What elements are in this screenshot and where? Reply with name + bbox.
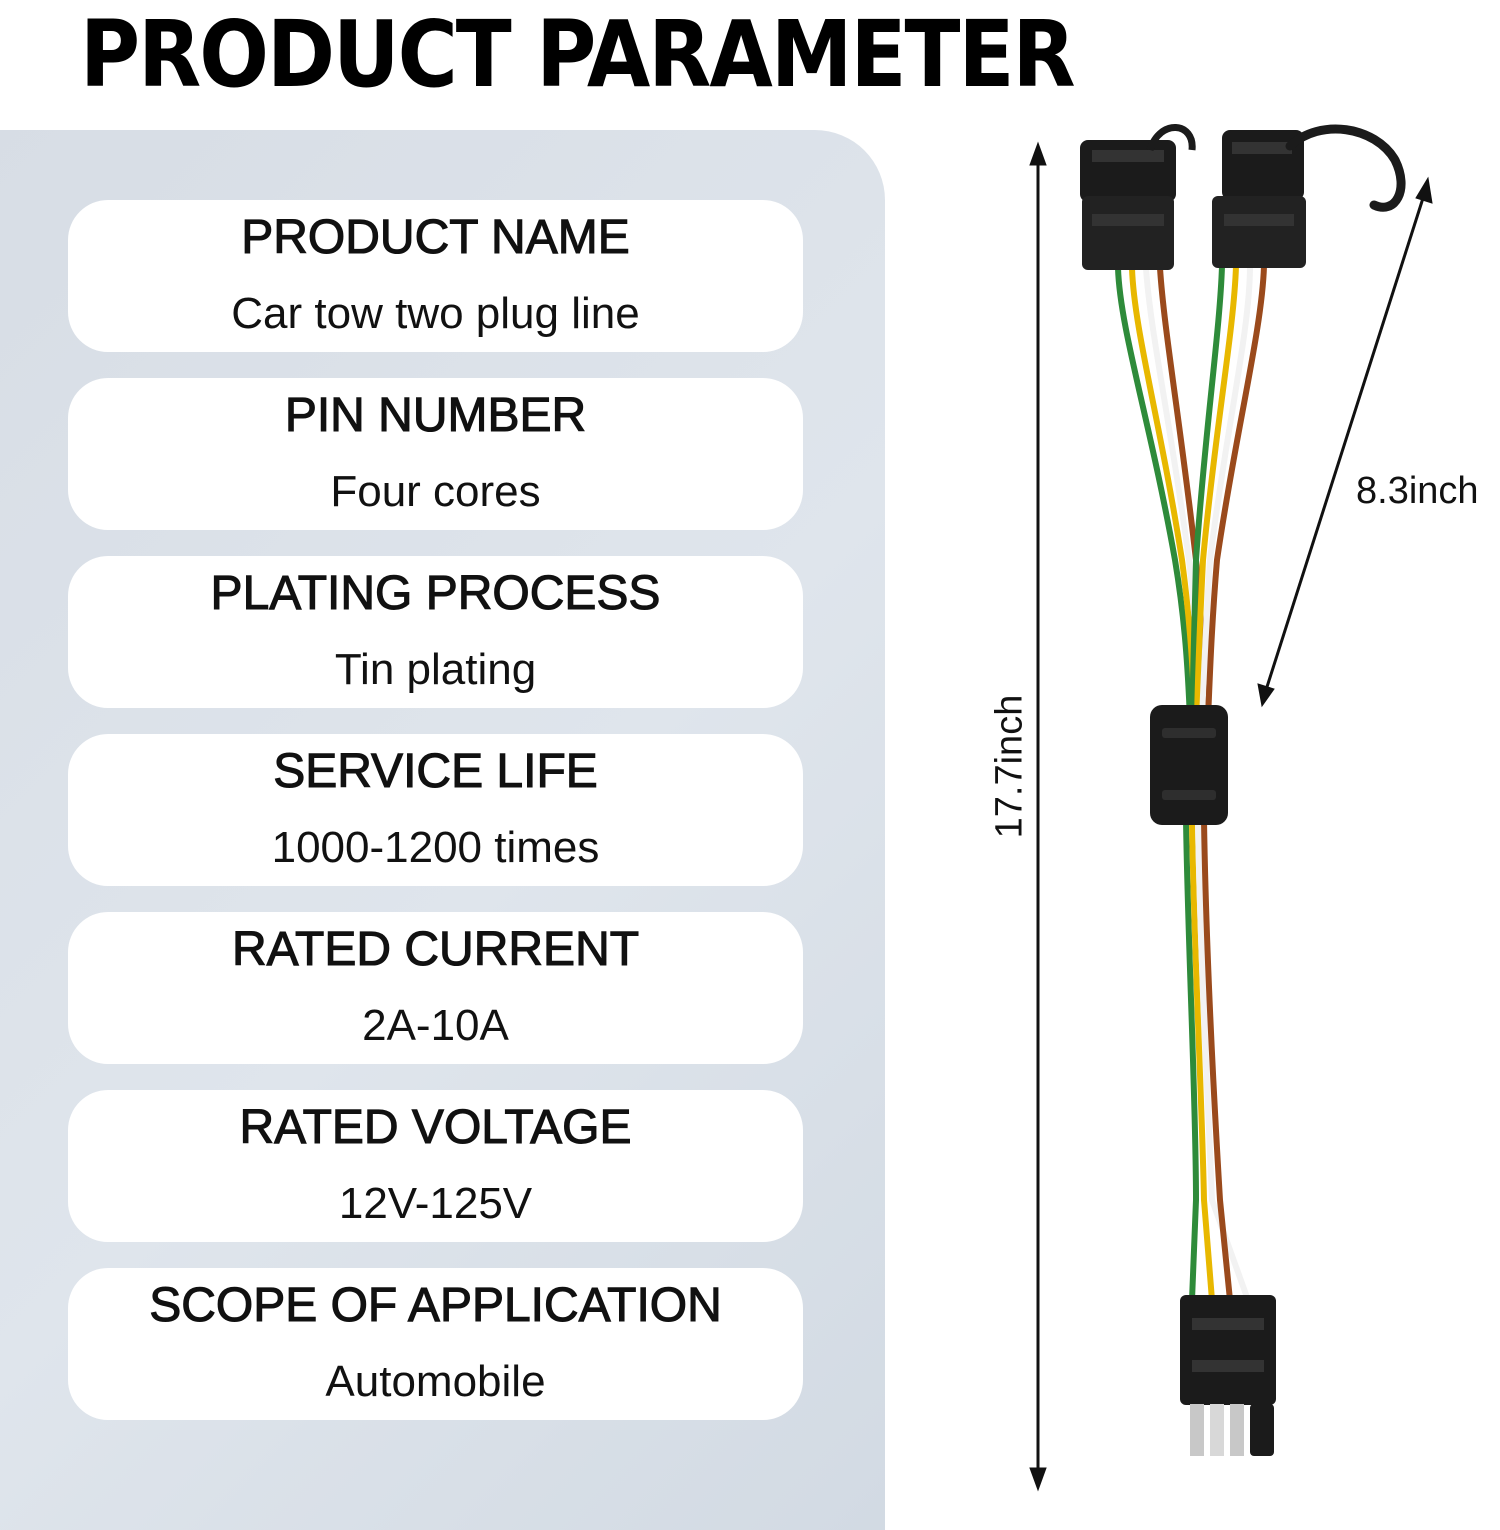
spec-value: 12V-125V — [338, 1179, 533, 1228]
right-top-connector — [1212, 124, 1406, 268]
spec-card-scope-of-application: SCOPE OF APPLICATION Automobile — [68, 1268, 803, 1420]
spec-card-rated-current: RATED CURRENT 2A-10A — [68, 912, 803, 1064]
spec-value: Tin plating — [334, 645, 537, 694]
right-branch-wires — [1189, 263, 1267, 723]
trunk-wires — [1183, 817, 1251, 1303]
spec-value: 1000-1200 times — [271, 823, 600, 872]
spec-label: SERVICE LIFE — [273, 744, 599, 798]
spec-label: PRODUCT NAME — [241, 210, 631, 264]
spec-label: PIN NUMBER — [284, 388, 587, 442]
spec-value: Car tow two plug line — [231, 289, 640, 338]
spec-card-product-name: PRODUCT NAME Car tow two plug line — [68, 200, 803, 352]
spec-card-rated-voltage: RATED VOLTAGE 12V-125V — [68, 1090, 803, 1242]
spec-card-plating-process: PLATING PROCESS Tin plating — [68, 556, 803, 708]
spec-card-pin-number: PIN NUMBER Four cores — [68, 378, 803, 530]
splitter-block — [1150, 705, 1228, 825]
width-arrow-icon — [1257, 176, 1433, 708]
spec-label: RATED CURRENT — [231, 922, 640, 976]
spec-label: RATED VOLTAGE — [239, 1100, 632, 1154]
height-arrow-icon — [1029, 141, 1047, 1492]
spec-label: SCOPE OF APPLICATION — [149, 1278, 723, 1332]
spec-label: PLATING PROCESS — [210, 566, 661, 620]
spec-card-service-life: SERVICE LIFE 1000-1200 times — [68, 734, 803, 886]
bottom-connector — [1180, 1295, 1276, 1456]
width-dimension-label: 8.3inch — [1356, 470, 1479, 512]
spec-value: Four cores — [330, 467, 541, 516]
left-top-connector — [1080, 124, 1196, 270]
spec-value: Automobile — [325, 1357, 546, 1406]
height-dimension-label: 17.7inch — [988, 694, 1031, 839]
page-title: PRODUCT PARAMETER — [80, 2, 1076, 109]
spec-value: 2A-10A — [362, 1001, 509, 1050]
